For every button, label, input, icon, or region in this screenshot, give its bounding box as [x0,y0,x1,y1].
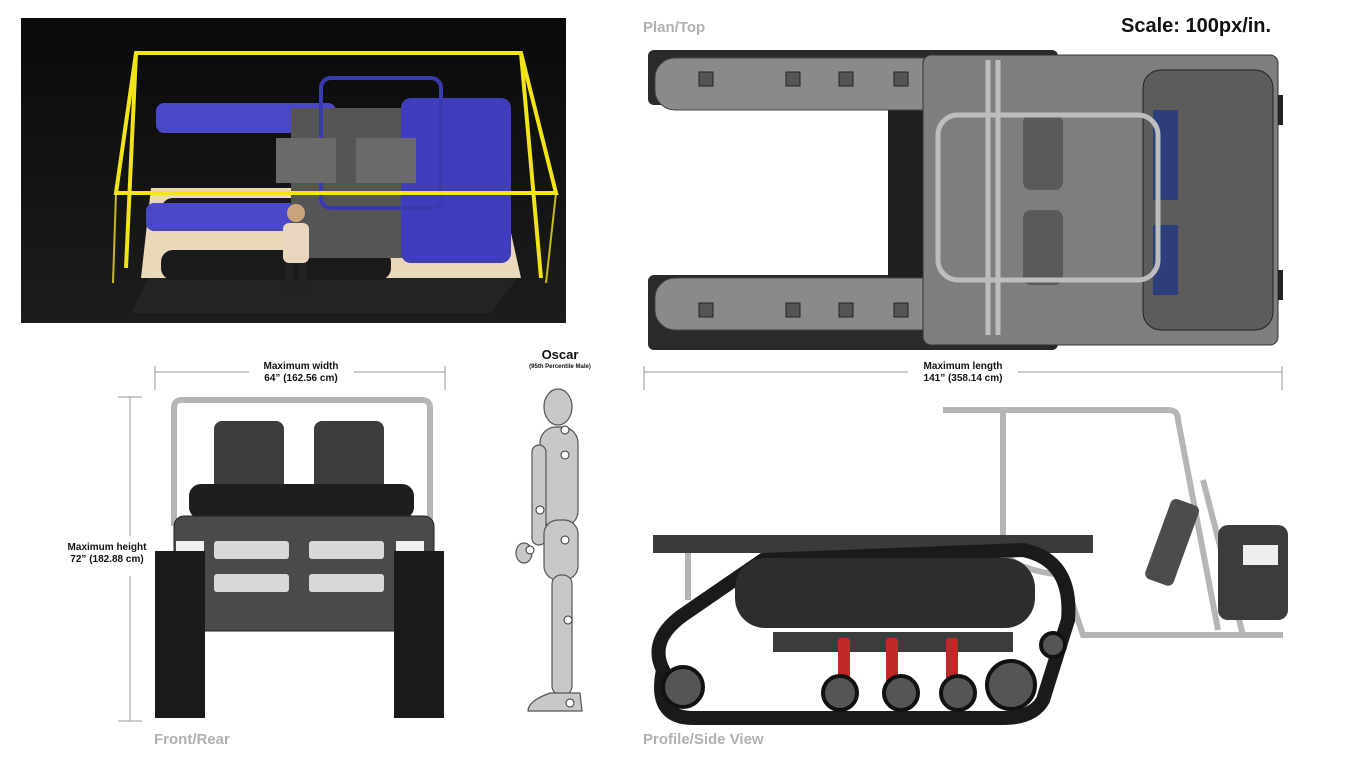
height-dimension-text: Maximum height 72” (182.88 cm) [55,542,159,566]
plan-top-drawing [648,50,1283,350]
height-dimension-line [118,396,142,722]
oscar-title: Oscar [541,347,579,362]
height-title: Maximum height [67,542,147,553]
scale-label: Scale: 100px/in. [1121,15,1272,37]
profile-view-label: Profile/Side View [643,731,764,748]
length-title: Maximum length [923,361,1003,372]
profile-side-drawing [651,407,1288,725]
length-dimension-line [643,366,1283,390]
width-title: Maximum width [263,361,339,372]
width-value: 64” (162.56 cm) [264,373,338,384]
render-3d-view [21,18,566,323]
oscar-subtitle: (95th Percentile Male) [529,364,591,370]
oscar-figure [515,388,583,712]
length-value: 141” (358.14 cm) [923,373,1003,384]
front-view-label: Front/Rear [154,731,230,748]
plan-view-label: Plan/Top [643,19,706,36]
length-dimension-text: Maximum length 141” (358.14 cm) [900,361,1026,385]
width-dimension-text: Maximum width 64” (162.56 cm) [248,361,354,385]
front-rear-drawing [155,397,444,718]
width-dimension-line [154,366,446,390]
height-value: 72” (182.88 cm) [70,554,144,565]
